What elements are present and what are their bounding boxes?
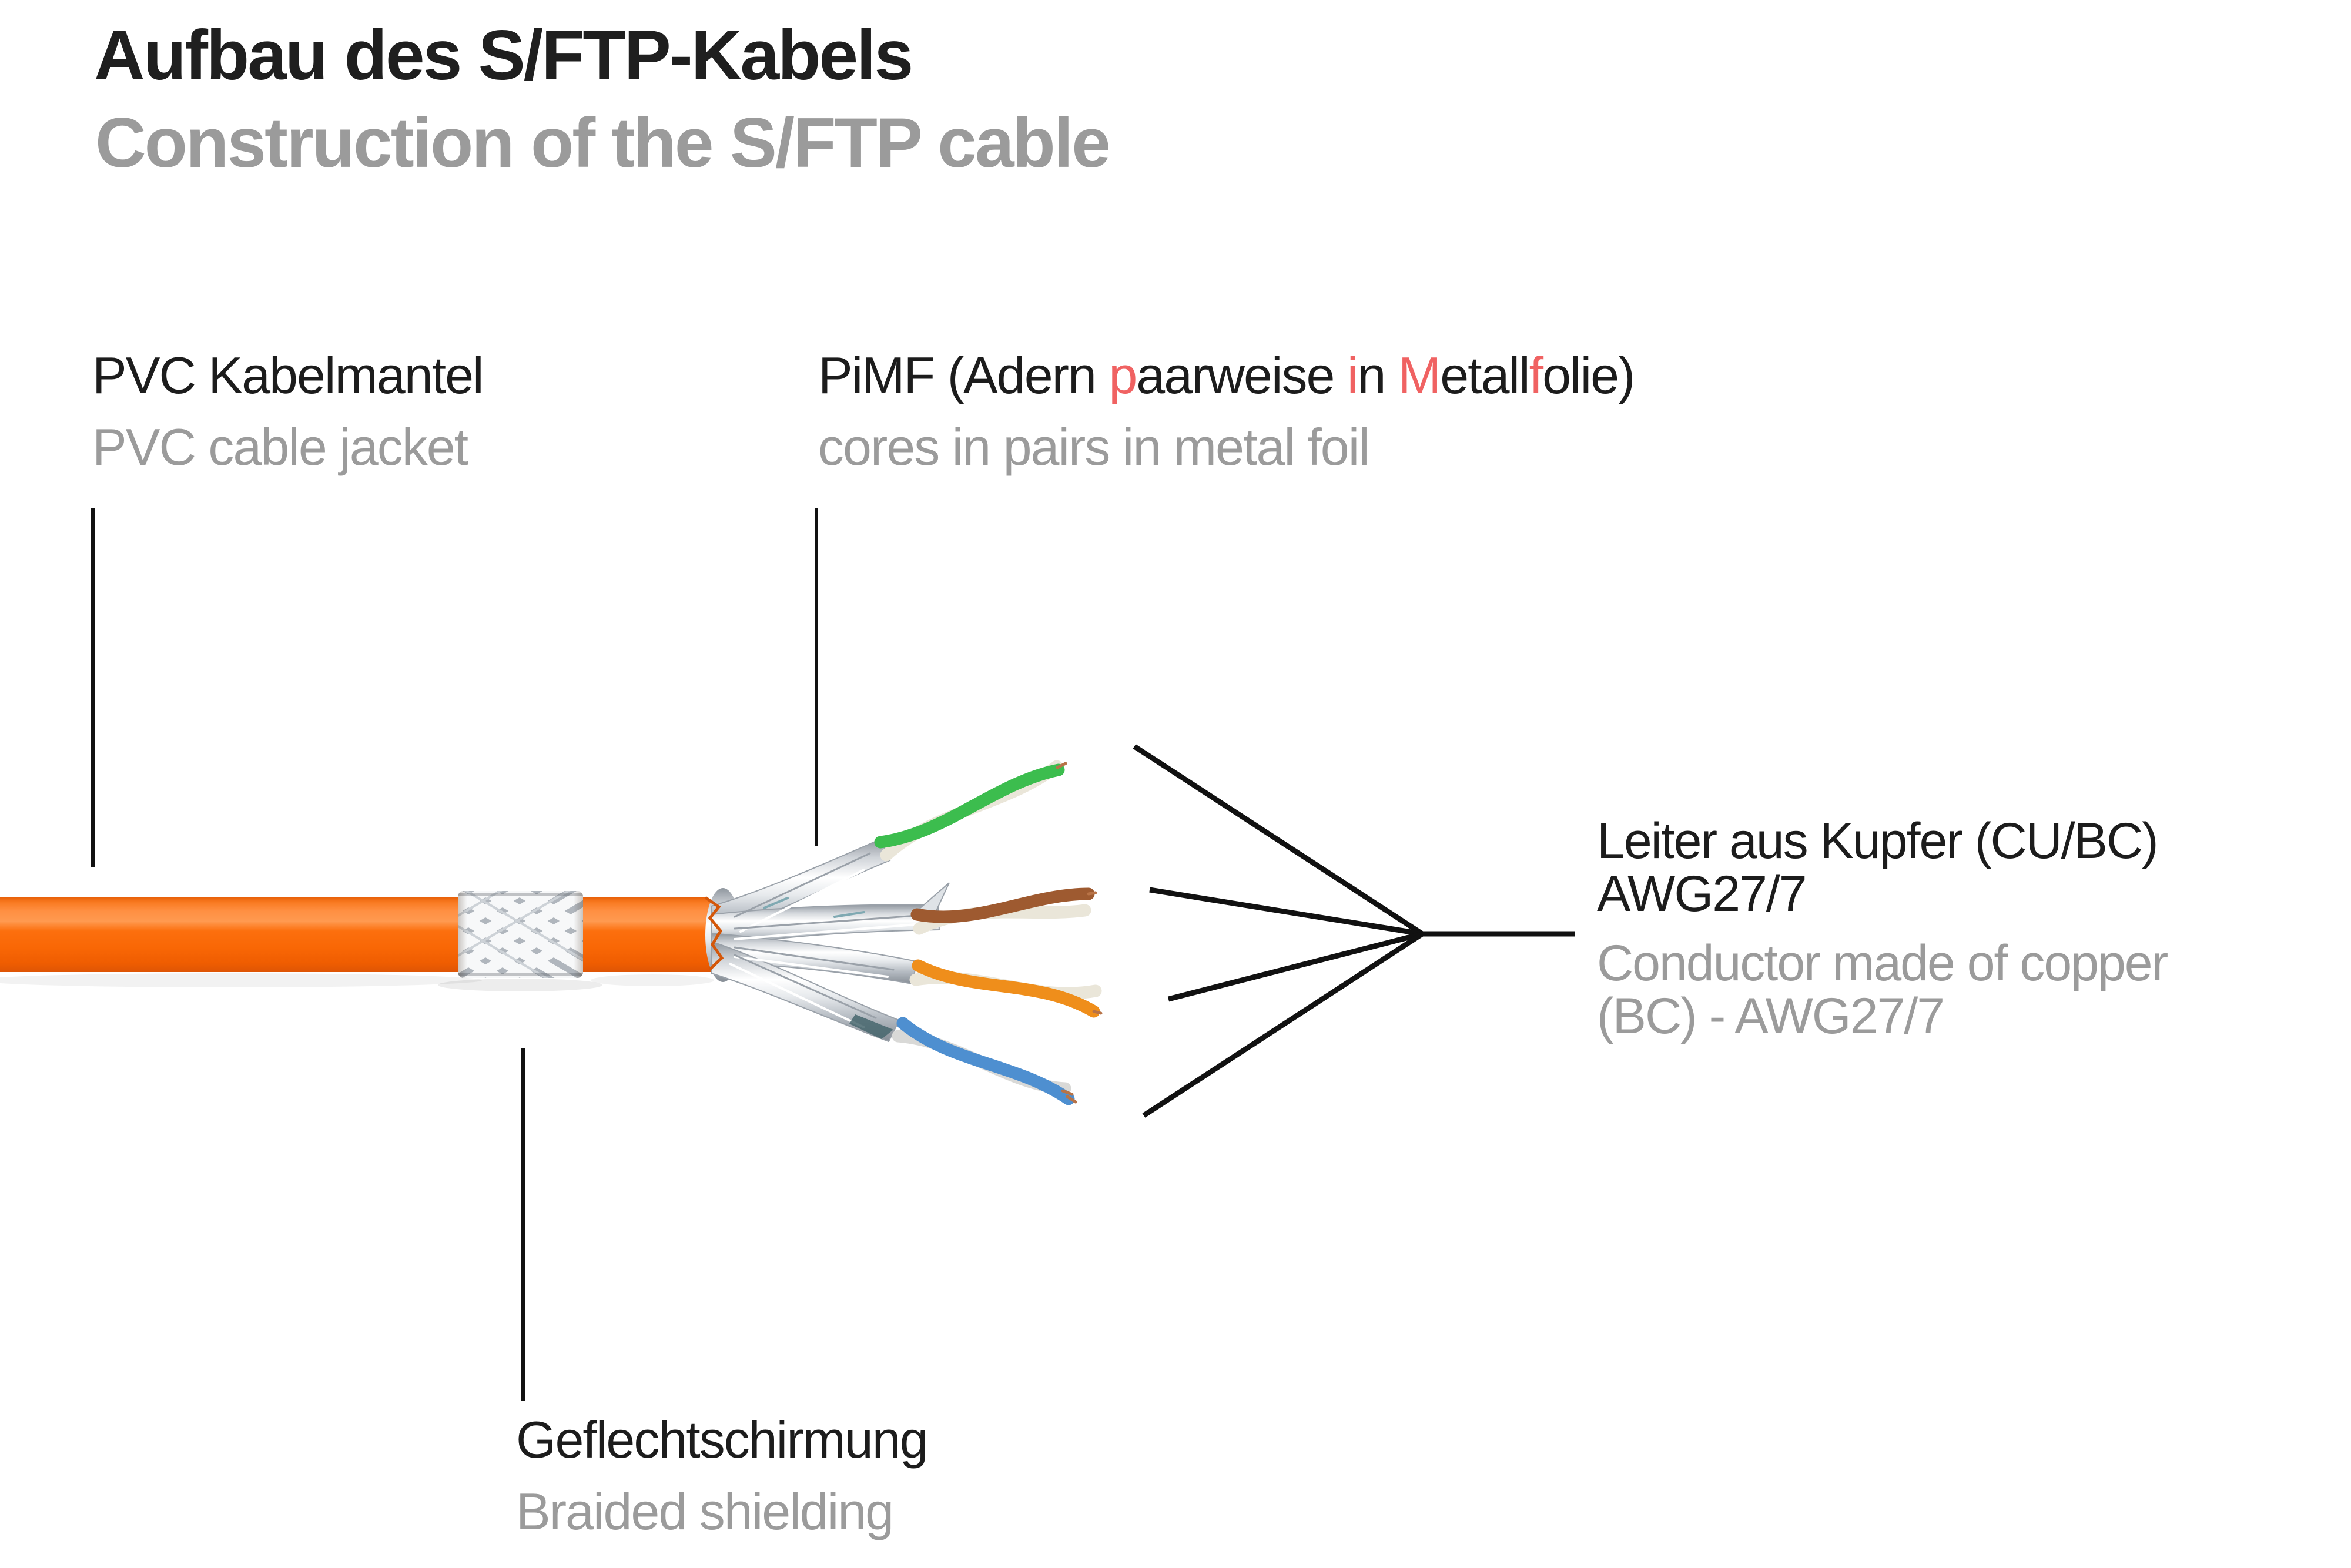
leader-lines bbox=[91, 508, 1575, 1401]
copper-tip-green bbox=[1056, 762, 1067, 769]
foil-dark-patch bbox=[849, 1014, 893, 1039]
label-braid: Geflechtschirmung Braided shielding bbox=[516, 1404, 929, 1547]
page-title: Aufbau des S/FTP-Kabels bbox=[94, 16, 913, 95]
fan-line-4 bbox=[1142, 932, 1424, 1118]
jacket-cut-edge bbox=[704, 896, 724, 971]
wire-green bbox=[874, 763, 1065, 849]
copper-tip-blue bbox=[1066, 1095, 1077, 1104]
page-subtitle: Construction of the S/FTP cable bbox=[95, 103, 1111, 182]
label-pimf: PiMF (Adern paarweise in Metallfolie) co… bbox=[818, 340, 1635, 483]
pimf-text-run: n bbox=[1357, 346, 1398, 404]
label-braid-en: Braided shielding bbox=[516, 1482, 894, 1540]
twisted-pair-green bbox=[874, 760, 1067, 862]
pimf-accent-letter: i bbox=[1347, 346, 1359, 404]
label-pvc: PVC Kabelmantel PVC cable jacket bbox=[92, 340, 484, 483]
pimf-text-run: PiMF (Adern bbox=[818, 346, 1109, 404]
fan-line-2 bbox=[1149, 887, 1423, 937]
cable-jacket bbox=[0, 897, 722, 972]
label-pvc-en: PVC cable jacket bbox=[92, 418, 468, 476]
pimf-text-run: etall bbox=[1440, 346, 1530, 404]
twisted-pair-blue bbox=[892, 1017, 1077, 1105]
twisted-pair-brown bbox=[910, 887, 1097, 935]
pimf-accent-letter: f bbox=[1529, 346, 1543, 404]
fan-line-1 bbox=[1133, 744, 1424, 936]
pimf-accent-letter: M bbox=[1398, 346, 1441, 404]
label-conductor: Leiter aus Kupfer (CU/BC) AWG27/7 Conduc… bbox=[1597, 815, 2168, 1044]
label-conductor-de-2: AWG27/7 bbox=[1597, 866, 1807, 922]
copper-tip-brown bbox=[1087, 891, 1097, 896]
cable-shadow bbox=[0, 973, 714, 991]
pimf-text-run: olie) bbox=[1542, 346, 1635, 404]
wire-blue bbox=[896, 1017, 1075, 1105]
label-conductor-de: Leiter aus Kupfer (CU/BC) AWG27/7 bbox=[1597, 815, 2167, 920]
pimf-accent-letter: p bbox=[1108, 346, 1137, 404]
braided-shield bbox=[458, 891, 583, 978]
wire-orange bbox=[912, 959, 1100, 1018]
twisted-pair-orange bbox=[909, 959, 1103, 1018]
label-pimf-en: cores in pairs in metal foil bbox=[818, 418, 1370, 476]
conductor-fan-lines bbox=[1133, 744, 1575, 1118]
pimf-text-run: aarweise bbox=[1136, 346, 1347, 404]
label-pvc-de: PVC Kabelmantel bbox=[92, 346, 484, 404]
fan-line-3 bbox=[1167, 931, 1424, 1002]
label-conductor-en: Conductor made of copper (BC) - AWG27/7 bbox=[1597, 935, 2168, 1044]
foil-creases bbox=[729, 852, 924, 1039]
foil-tube-blue-pair bbox=[711, 940, 900, 1043]
copper-tip-orange bbox=[1092, 1010, 1103, 1015]
wire-brown bbox=[910, 887, 1095, 923]
label-conductor-en-1: Conductor made of copper bbox=[1597, 935, 2168, 991]
label-braid-de: Geflechtschirmung bbox=[516, 1410, 929, 1469]
label-pimf-de: PiMF (Adern paarweise in Metallfolie) bbox=[818, 340, 1635, 411]
label-conductor-de-1: Leiter aus Kupfer (CU/BC) bbox=[1597, 813, 2159, 869]
label-conductor-en-2: (BC) - AWG27/7 bbox=[1597, 988, 1945, 1044]
copper-tip-blue-2 bbox=[1061, 1089, 1074, 1096]
